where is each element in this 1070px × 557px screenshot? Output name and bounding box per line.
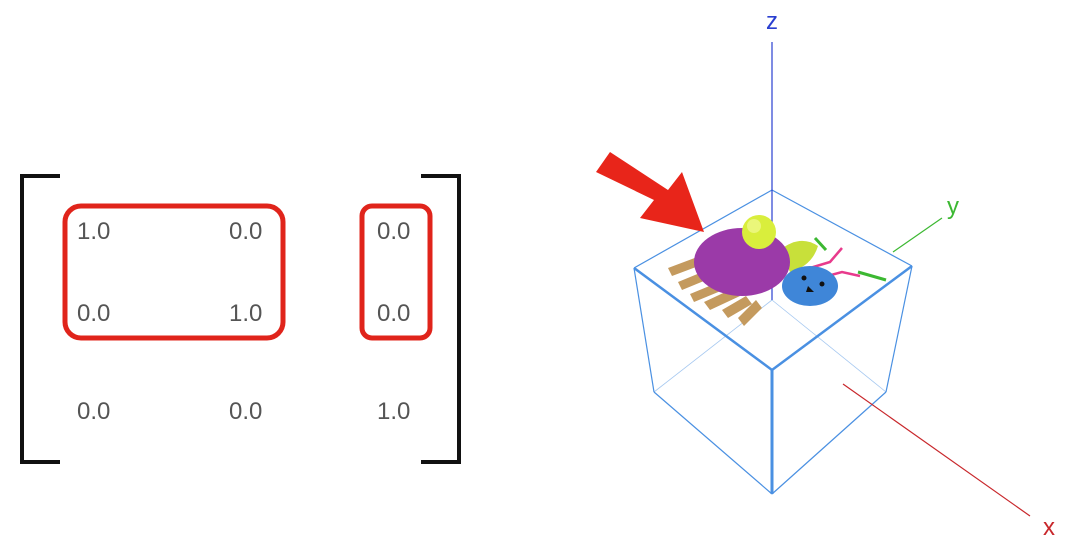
translation-column-highlight [359, 203, 433, 341]
bug-antenna [809, 247, 843, 270]
matrix-cell-r2c1: 0.0 [77, 300, 111, 327]
cube-edge [653, 391, 773, 495]
matrix-cell-r2c3: 0.0 [377, 300, 411, 327]
cube-edge [633, 266, 773, 372]
bug-sphere [742, 215, 776, 249]
cube-edge [633, 267, 655, 393]
cube-edge [771, 264, 913, 372]
matrix-cell-r3c1: 0.0 [77, 398, 111, 425]
linear-block-highlight [62, 203, 286, 341]
bug-head [782, 266, 838, 306]
matrix-cell-r3c2: 0.0 [229, 398, 263, 425]
cube-edge [771, 299, 887, 393]
bug-sphere-highlight [747, 219, 761, 233]
matrix-cell-r2c2: 1.0 [229, 300, 263, 327]
x-axis-label: x [1043, 514, 1055, 541]
cube-edge [885, 265, 913, 393]
y-axis [892, 217, 943, 253]
right-bracket [421, 174, 461, 464]
cube-edge [633, 189, 773, 269]
cube [633, 189, 913, 495]
bug-eye [819, 281, 825, 287]
pointer-arrow [596, 152, 704, 232]
bug-mouth [806, 286, 814, 292]
z-axis-label: z [766, 8, 778, 35]
cube-edge [771, 391, 887, 495]
matrix-cell-r3c3: 1.0 [377, 398, 411, 425]
bug-body [694, 228, 790, 296]
y-axis-label: y [947, 193, 959, 220]
matrix-cell-r1c3: 0.0 [377, 218, 411, 245]
cube-edge [771, 189, 913, 267]
bug [668, 215, 887, 326]
x-axis [842, 383, 1031, 517]
left-bracket [20, 174, 60, 464]
matrix-cell-r1c2: 0.0 [229, 218, 263, 245]
bug-eye [801, 275, 807, 281]
matrix-cell-r1c1: 1.0 [77, 218, 111, 245]
